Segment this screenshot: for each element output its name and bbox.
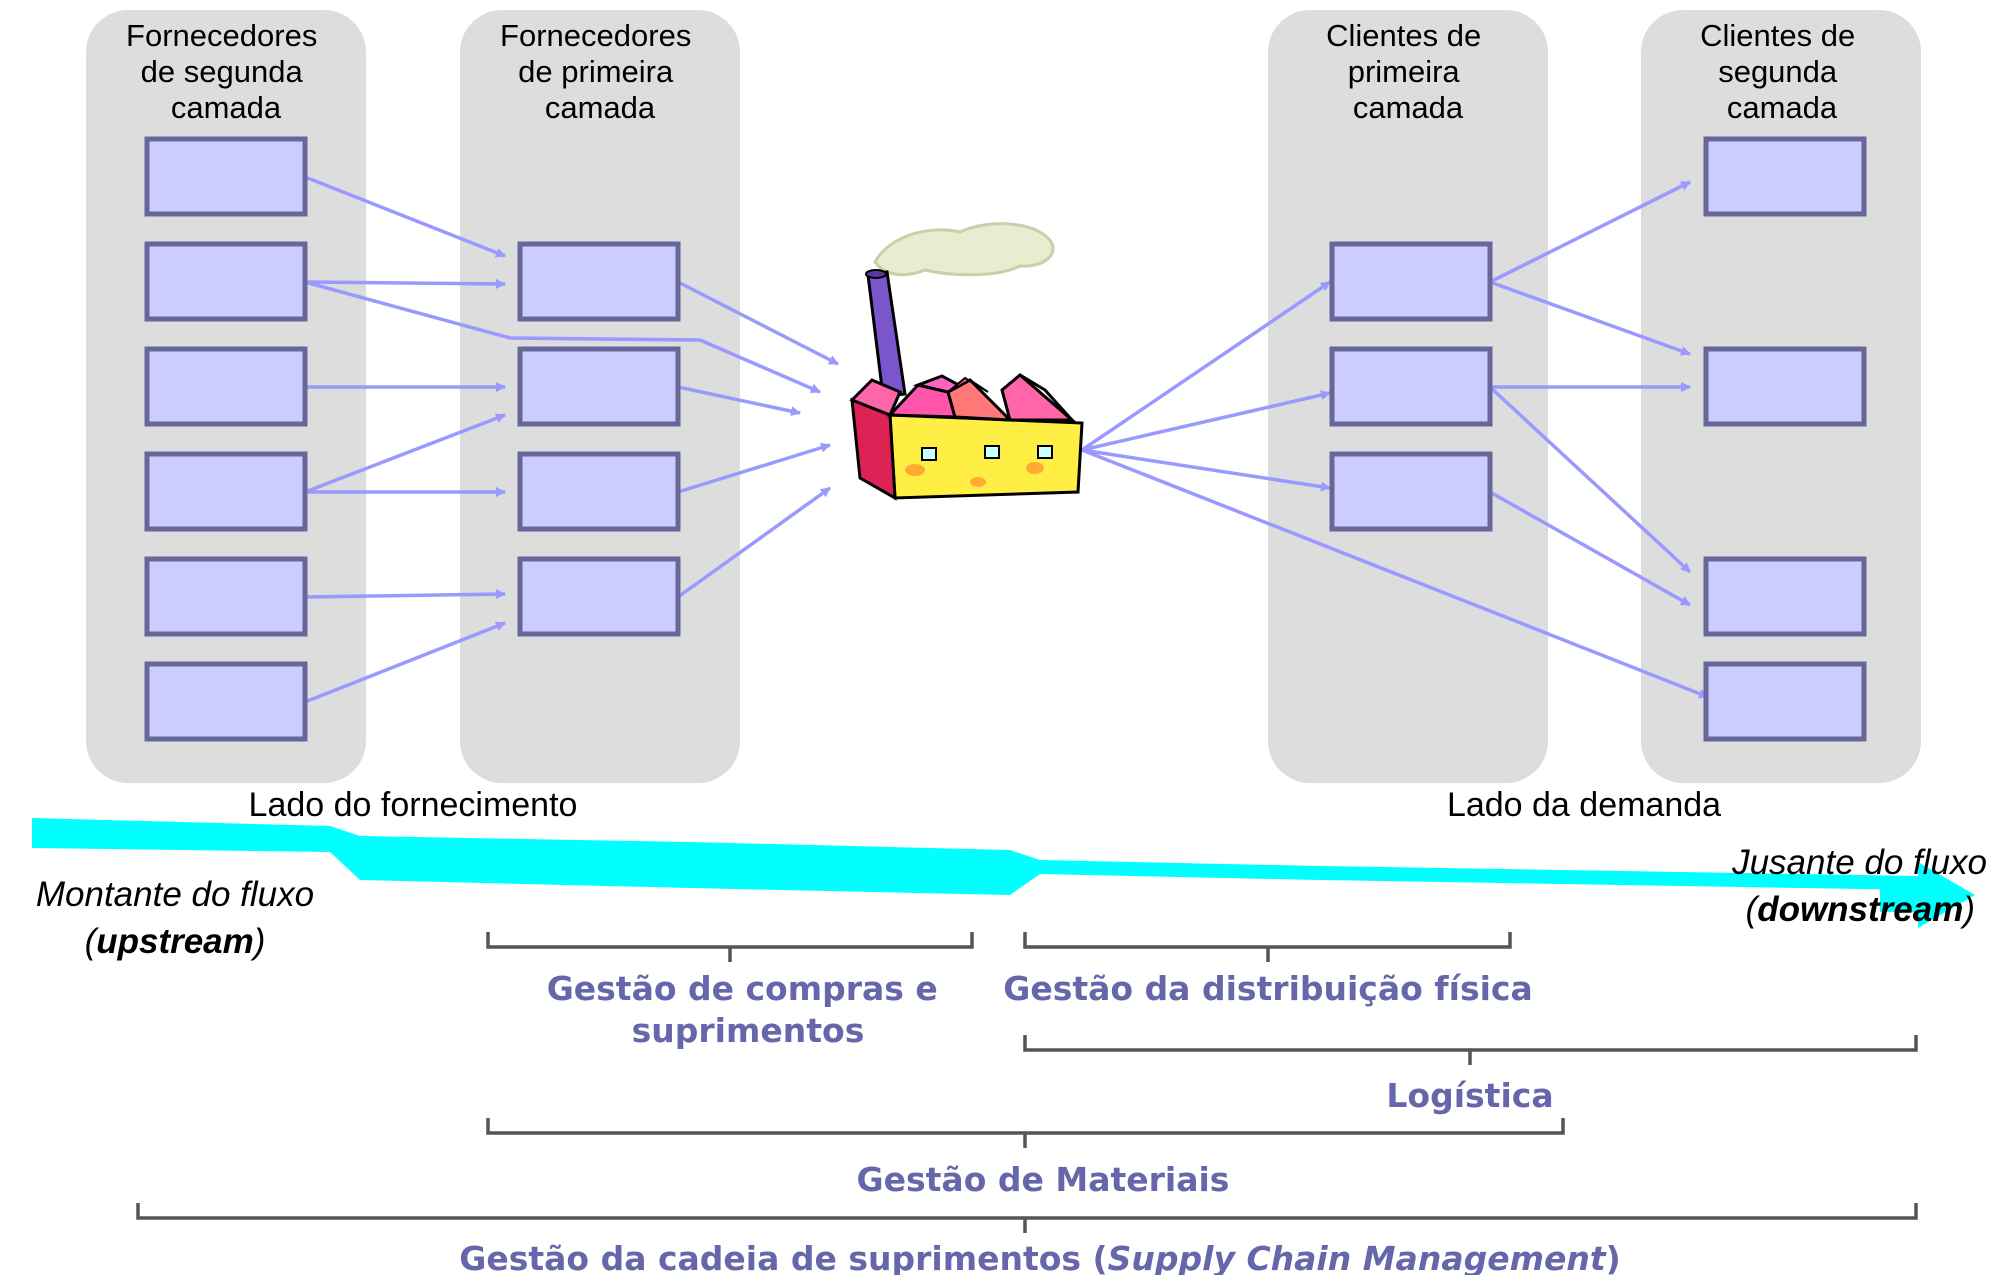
column-title-tier1-customers: Clientes de primeira camada <box>1326 18 1490 125</box>
tier2-supplier-node <box>144 451 308 532</box>
logistics-label: Logística <box>1386 1076 1553 1115</box>
tier1-supplier-node <box>517 241 681 322</box>
tier1-customer-node <box>1329 241 1493 322</box>
tier2-customer-node <box>1703 346 1867 427</box>
downstream-term: (downstream) <box>1746 890 1975 929</box>
materials-label: Gestão de Materiais <box>857 1160 1230 1199</box>
tier2-supplier-node <box>144 661 308 742</box>
factory-icon <box>849 222 1084 501</box>
tier2-supplier-node <box>144 346 308 427</box>
tier2-customer-node <box>1703 661 1867 742</box>
distribution-label: Gestão da distribuição física <box>1003 969 1533 1008</box>
demand-side-label: Lado da demanda <box>1447 786 1721 824</box>
column-title-tier2-customers: Clientes de segunda camada <box>1700 18 1864 125</box>
tier1-supplier-node <box>517 346 681 427</box>
scope-braces <box>136 932 1918 1233</box>
brace-distribution <box>1023 932 1512 962</box>
brace-logistics <box>1023 1035 1918 1065</box>
column-title-tier2-suppliers: Fornecedores de segunda camada <box>126 18 326 125</box>
brace-materials <box>486 1118 1565 1148</box>
brace-scm <box>136 1203 1918 1233</box>
upstream-term: (upstream) <box>85 922 266 961</box>
tier1-supplier-node <box>517 556 681 637</box>
brace-purchasing <box>486 932 974 962</box>
column-title-tier1-suppliers: Fornecedores de primeira camada <box>500 18 700 125</box>
tier2-customer-node <box>1703 556 1867 637</box>
tier2-supplier-node <box>144 136 308 217</box>
upstream-label: Montante do fluxo <box>36 875 314 914</box>
downstream-label: Jusante do fluxo <box>1731 843 1987 882</box>
tier1-customer-node <box>1329 451 1493 532</box>
tier2-supplier-node <box>144 241 308 322</box>
tier1-customer-node <box>1329 346 1493 427</box>
tier1-supplier-node <box>517 451 681 532</box>
tier2-supplier-node <box>144 556 308 637</box>
tier2-customer-node <box>1703 136 1867 217</box>
flow-band <box>32 818 1975 928</box>
purchasing-label: Gestão de compras e suprimentos <box>547 969 950 1050</box>
supply-side-label: Lado do fornecimento <box>249 786 578 824</box>
scm-label: Gestão da cadeia de suprimentos (Supply … <box>459 1239 1620 1275</box>
connector-arrows <box>304 175 1709 704</box>
